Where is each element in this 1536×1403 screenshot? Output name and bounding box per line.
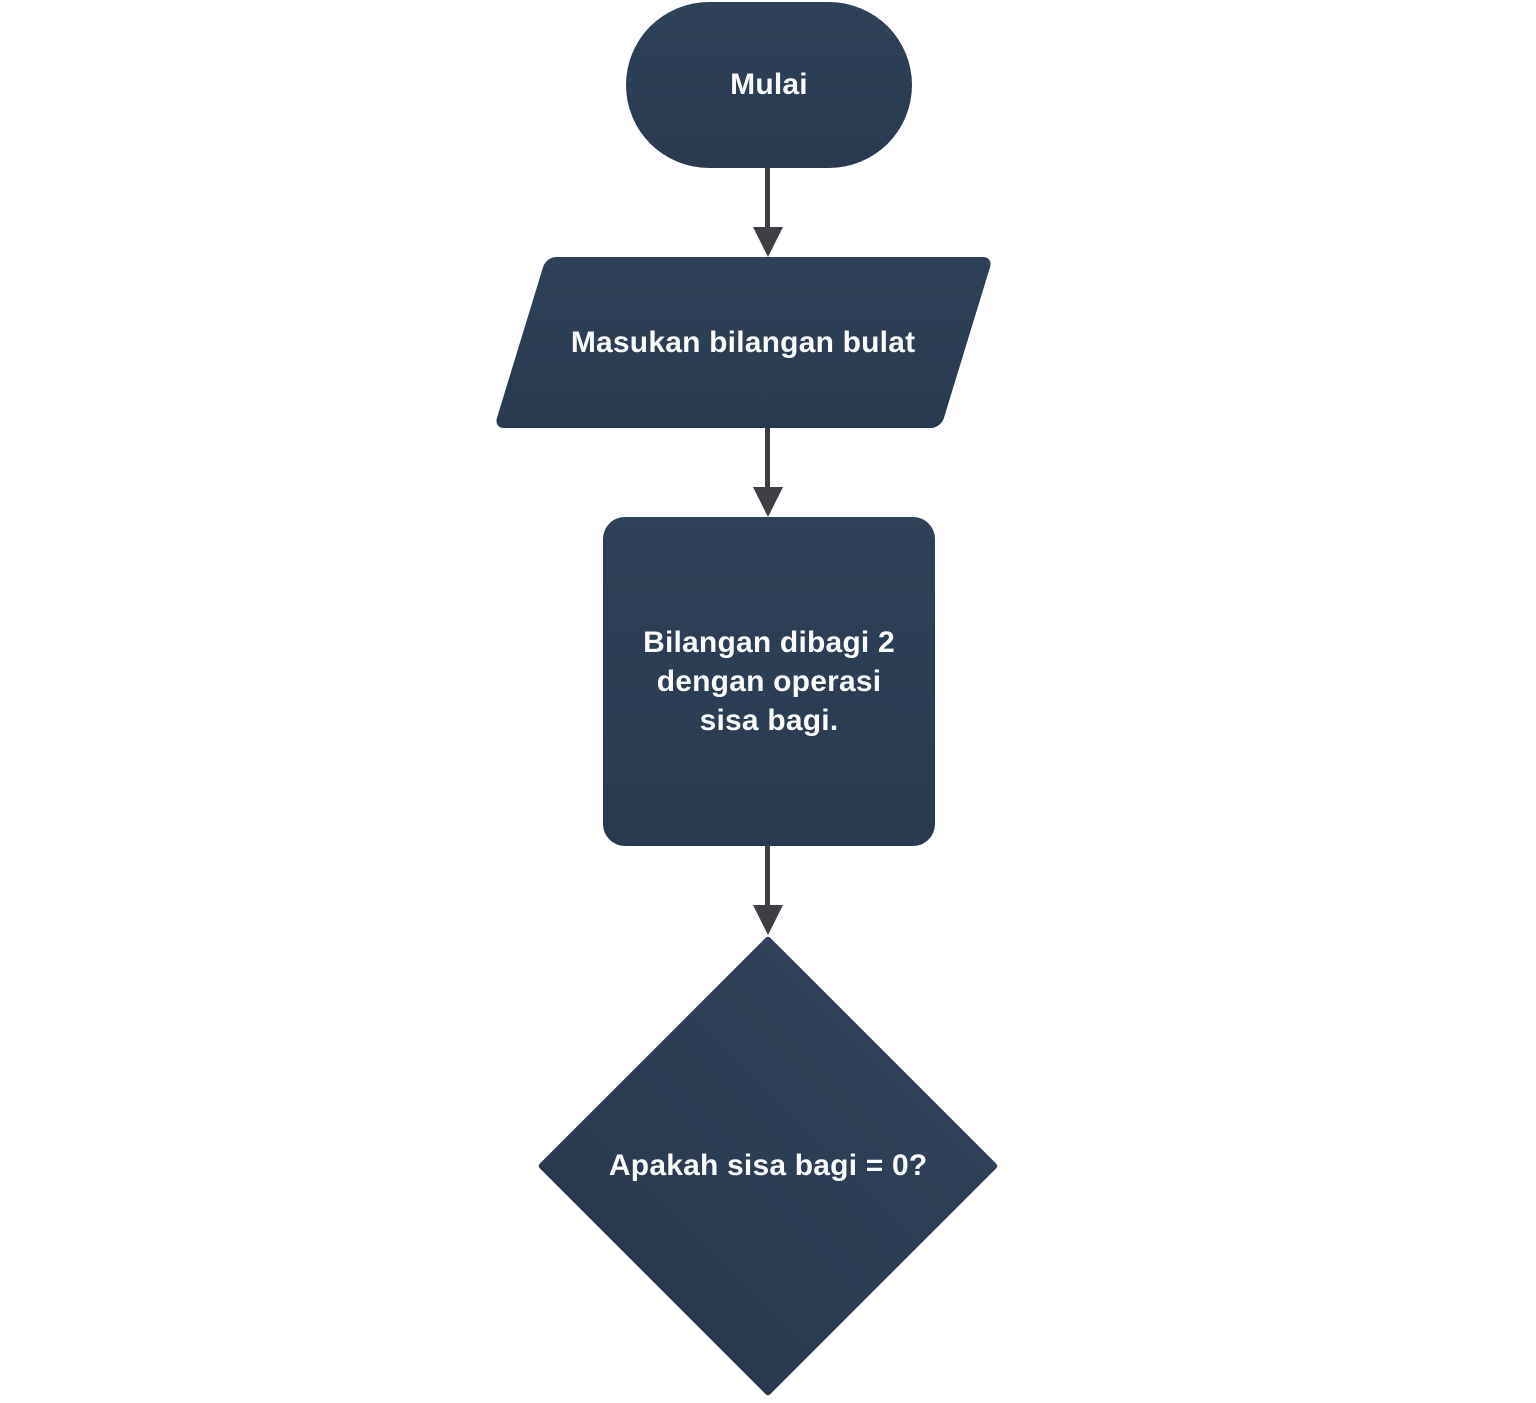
node-input-parallelogram: Masukan bilangan bulat [493,257,994,428]
arrow-down-icon [753,227,783,257]
arrow-start-to-input-shaft [765,167,770,228]
node-process-line-1: Bilangan dibagi 2 [643,626,895,659]
arrow-down-icon [753,487,783,517]
node-decision-label: Apakah sisa bagi = 0? [608,1149,928,1182]
node-start-terminator: Mulai [626,2,912,168]
node-process-line-3: sisa bagi. [699,704,839,737]
arrow-input-to-process-shaft [765,428,770,488]
node-process-rectangle: Bilangan dibagi 2 dengan operasi sisa ba… [603,517,935,846]
node-process-line-2: dengan operasi [656,665,882,698]
node-decision-diamond: Apakah sisa bagi = 0? [537,935,999,1397]
arrow-down-icon [753,905,783,935]
arrow-process-to-decision-shaft [765,845,770,906]
node-start-label: Mulai [730,68,808,101]
node-input-label: Masukan bilangan bulat [571,325,916,359]
